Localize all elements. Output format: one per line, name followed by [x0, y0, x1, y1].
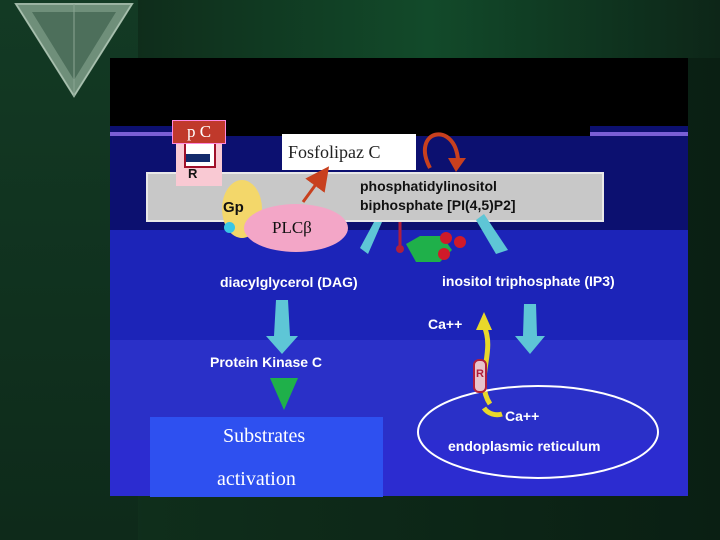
er-receptor — [473, 359, 487, 393]
top-decorative-band — [138, 0, 720, 58]
molecule-stem-ball — [396, 245, 404, 253]
ip3-label: inositol triphosphate (IP3) — [442, 273, 615, 289]
ca-bottom-label: Ca++ — [505, 408, 540, 424]
ip3-to-er-arrow — [515, 304, 545, 354]
activation-label: activation — [217, 468, 296, 490]
receptor-label: R — [188, 166, 198, 181]
pc-label: p C — [172, 120, 226, 144]
substrate-line-1: phosphatidylinositol — [360, 178, 497, 194]
plc-beta-enzyme — [244, 204, 348, 252]
top-stripe-dark — [220, 122, 590, 136]
pkc-label: Protein Kinase C — [210, 354, 323, 370]
dag-label: diacylglycerol (DAG) — [220, 274, 358, 290]
receptor: R — [176, 140, 222, 186]
plc-to-enzyme-arrow — [301, 166, 330, 203]
g-protein-label: Gp — [223, 199, 244, 216]
decorative-triangle-logo — [14, 3, 134, 98]
er-receptor-label: R — [476, 368, 484, 380]
to-ip3-arrow — [476, 214, 508, 254]
ca-top-label: Ca++ — [428, 316, 463, 332]
substrate-line-2: biphosphate [PI(4,5)P2] — [360, 197, 516, 213]
band-dark — [110, 58, 688, 126]
pkc-to-substrates-arrow — [270, 378, 298, 410]
molecule-phosphate-3 — [438, 248, 450, 260]
ca-release-arrowhead — [476, 312, 492, 330]
enzyme-arc-arrowhead — [448, 158, 466, 172]
molecule-phosphate-1 — [440, 232, 452, 244]
dag-to-pkc-arrow — [266, 300, 298, 354]
ca-bottom-curve — [481, 406, 503, 418]
molecule-phosphate-2 — [454, 236, 466, 248]
to-dag-arrow — [360, 222, 382, 254]
er-label: endoplasmic reticulum — [448, 438, 601, 454]
g-protein-dot — [224, 222, 235, 233]
plc-beta-label: PLCβ — [272, 218, 312, 237]
endoplasmic-reticulum — [417, 385, 659, 479]
enzyme-arc-arrow — [422, 132, 460, 169]
substrates-label: Substrates — [223, 425, 306, 447]
substrates-box — [150, 417, 383, 497]
enzyme-name: Fosfolipaz C — [282, 134, 416, 170]
receptor-bar — [186, 154, 210, 162]
